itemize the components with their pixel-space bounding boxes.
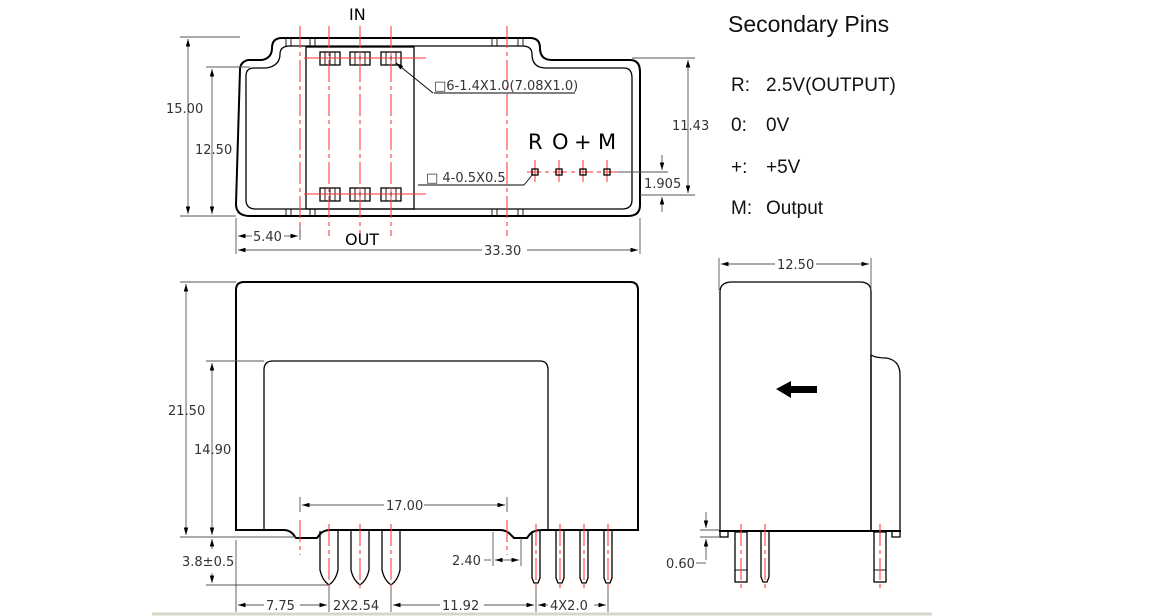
dim-pitch-1-905: 1.905 <box>644 177 681 192</box>
legend-key-m: M: <box>731 198 752 219</box>
legend-title: Secondary Pins <box>728 11 889 37</box>
dim-side-standoff-0-60: 0.60 <box>666 557 695 572</box>
legend-value-0: 0V <box>766 115 790 136</box>
side-body-outline <box>719 281 872 530</box>
secondary-pads <box>531 168 611 176</box>
dim-span-17-00: 17.00 <box>386 499 423 514</box>
arrow-left-icon <box>776 381 817 398</box>
dim-pitch-4x2-0: 4X2.0 <box>550 599 588 614</box>
dim-side-width-12-50: 12.50 <box>777 258 814 273</box>
legend-key-r: R: <box>731 75 750 96</box>
side-view: 12.50 0.60 <box>666 258 901 590</box>
dim-gap-11-92: 11.92 <box>442 599 479 614</box>
legend-key-plus: +: <box>731 157 747 178</box>
secondary-pad-note: □ 4-0.5X0.5 <box>426 171 506 186</box>
dim-height-21-50: 21.50 <box>168 404 205 419</box>
dim-offset-5-40: 5.40 <box>253 230 282 245</box>
front-secondary-pins <box>531 531 613 584</box>
front-centerlines <box>299 520 609 590</box>
dim-standoff-2-40: 2.40 <box>452 554 481 569</box>
dim-left-7-75: 7.75 <box>266 599 295 614</box>
dim-height-14-90: 14.90 <box>194 443 231 458</box>
legend-key-0: 0: <box>731 115 747 136</box>
legend-value-r: 2.5V(OUTPUT) <box>766 75 896 96</box>
top-centerlines <box>299 26 618 236</box>
front-body-outline <box>235 281 639 539</box>
front-window-outline <box>263 360 549 530</box>
in-label: IN <box>349 5 366 24</box>
pin-letter-plus: + <box>574 130 592 154</box>
dim-height-12-50: 12.50 <box>195 143 232 158</box>
dim-pin-length: 3.8±0.5 <box>182 555 234 570</box>
dim-pitch-2x2-54: 2X2.54 <box>333 599 379 614</box>
dim-height-15: 15.00 <box>166 102 203 117</box>
top-outline-inner <box>245 45 633 210</box>
primary-pad-note: □6-1.4X1.0(7.08X1.0) <box>434 79 578 94</box>
legend-value-m: Output <box>766 198 824 219</box>
front-view: 21.50 14.90 17.00 3.8±0.5 2.40 7.75 2X2.… <box>168 281 639 614</box>
side-pins <box>734 524 887 590</box>
top-notches <box>285 38 524 216</box>
secondary-pins-legend: Secondary Pins R: 2.5V(OUTPUT) 0: 0V +: … <box>728 11 896 219</box>
dim-secondary-11-43: 11.43 <box>672 119 709 134</box>
pin-letter-m: M <box>598 130 616 154</box>
dim-width-33-30: 33.30 <box>484 244 521 259</box>
out-label: OUT <box>345 230 379 249</box>
top-outline-outer <box>234 37 641 217</box>
legend-value-plus: +5V <box>766 157 801 178</box>
pin-letter-o: O <box>552 130 569 154</box>
pin-letter-r: R <box>528 130 543 154</box>
side-tab-outline <box>870 354 901 530</box>
top-view: IN OUT R O + M □6-1.4X1.0(7.08X1.0) □ 4-… <box>166 5 709 259</box>
